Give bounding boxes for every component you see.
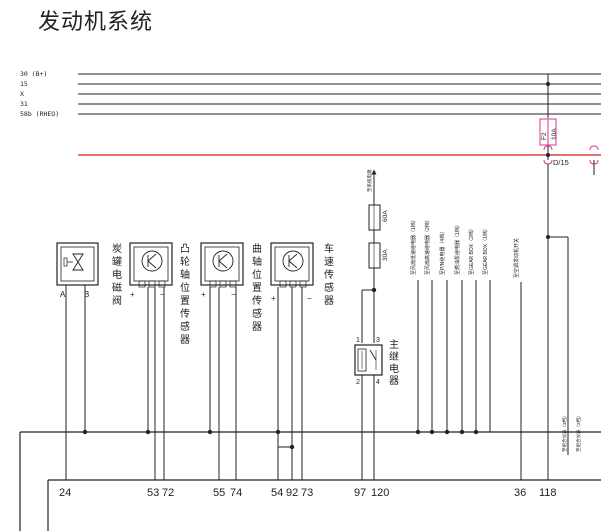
crankshaft-label: 曲轴位置传感器 — [252, 243, 262, 333]
speed-sensor: + − — [270, 242, 314, 303]
relay-pin-4: 4 — [376, 379, 380, 386]
main-relay-label: 主继电器 — [389, 339, 399, 387]
camshaft-sensor: + − — [129, 242, 173, 299]
pin-number-36: 36 — [514, 487, 526, 499]
pin-number-53: 53 — [147, 487, 159, 499]
right-label-1: 至组合仪表（3档） — [561, 413, 568, 452]
pin-number-74: 74 — [230, 487, 242, 499]
bus-label-15: 15 — [20, 80, 28, 88]
fuse-f2-name: F2 — [541, 132, 548, 140]
relay-pin-3: 3 — [376, 337, 380, 344]
solenoid-label: 炭罐电磁阀 — [112, 243, 122, 307]
camshaft-pin-minus: − — [160, 290, 165, 299]
pin-number-97: 97 — [354, 487, 366, 499]
bus-label-58b: 58b (RHEO) — [20, 110, 59, 118]
pin-number-118: 118 — [539, 487, 557, 499]
pin-number-54: 54 — [271, 487, 283, 499]
ecu-pin-numbers: 24 53 72 55 74 54 92 73 97 120 36 118 — [59, 487, 557, 499]
pin-number-73: 73 — [301, 487, 313, 499]
pin-number-92: 92 — [286, 487, 298, 499]
page-title: 发动机系统 — [38, 10, 154, 35]
pin-number-24: 24 — [59, 487, 71, 499]
solenoid-pin-a: A — [60, 290, 66, 299]
speed-pin-minus: − — [307, 294, 312, 303]
connector-label: D/15 — [553, 158, 569, 167]
main-power-feed: 至系统电源 60A 30A — [361, 169, 389, 343]
solenoid-pin-b: B — [84, 290, 89, 299]
bus-lines — [78, 73, 601, 115]
fuse-60a-label: 60A — [382, 210, 389, 222]
crankshaft-pin-minus: − — [231, 290, 236, 299]
crankshaft-sensor: + − — [200, 242, 244, 299]
pin-number-72: 72 — [162, 487, 174, 499]
relay-pin-1: 1 — [356, 337, 360, 344]
canister-solenoid: A B — [56, 242, 99, 299]
bus-label-x: X — [20, 90, 24, 98]
speed-pin-plus: + — [271, 294, 276, 303]
right-label-2: 至组合仪表（2档） — [575, 413, 582, 452]
speed-label: 车速传感器 — [324, 242, 334, 307]
camshaft-pin-plus: + — [130, 290, 135, 299]
power-arrow-label: 至系统电源 — [366, 169, 373, 192]
bus-label-31: 31 — [20, 100, 28, 108]
bus-label-30: 30 (B+) — [20, 70, 47, 78]
pin-number-120: 120 — [371, 487, 389, 499]
signal-label-5: 至GEAR BOX（2档） — [468, 226, 475, 275]
crankshaft-pin-plus: + — [201, 290, 206, 299]
signal-label-6: 至GEAR BOX（1档） — [482, 226, 489, 275]
camshaft-label: 凸轮轴位置传感器 — [180, 243, 190, 346]
pin-number-55: 55 — [213, 487, 225, 499]
fuse-f2: F2 10A — [539, 74, 558, 165]
signal-label-2: 至风扇高速继电器（2档） — [424, 217, 431, 275]
signal-label-7: 至空调发动机开关 — [513, 238, 520, 278]
relay-pin-2: 2 — [356, 379, 360, 386]
fuse-f2-rating: 10A — [551, 128, 558, 140]
fuse-30a-label: 30A — [382, 249, 389, 261]
signal-label-1: 至风扇低速继电器（1档） — [410, 217, 417, 275]
main-relay: 1 3 2 4 — [354, 337, 383, 386]
signal-outputs — [417, 280, 522, 480]
signal-label-3: 至P/N继电器（4档） — [439, 229, 446, 275]
signal-label-4: 至燃油泵继电器（1档） — [454, 222, 461, 275]
